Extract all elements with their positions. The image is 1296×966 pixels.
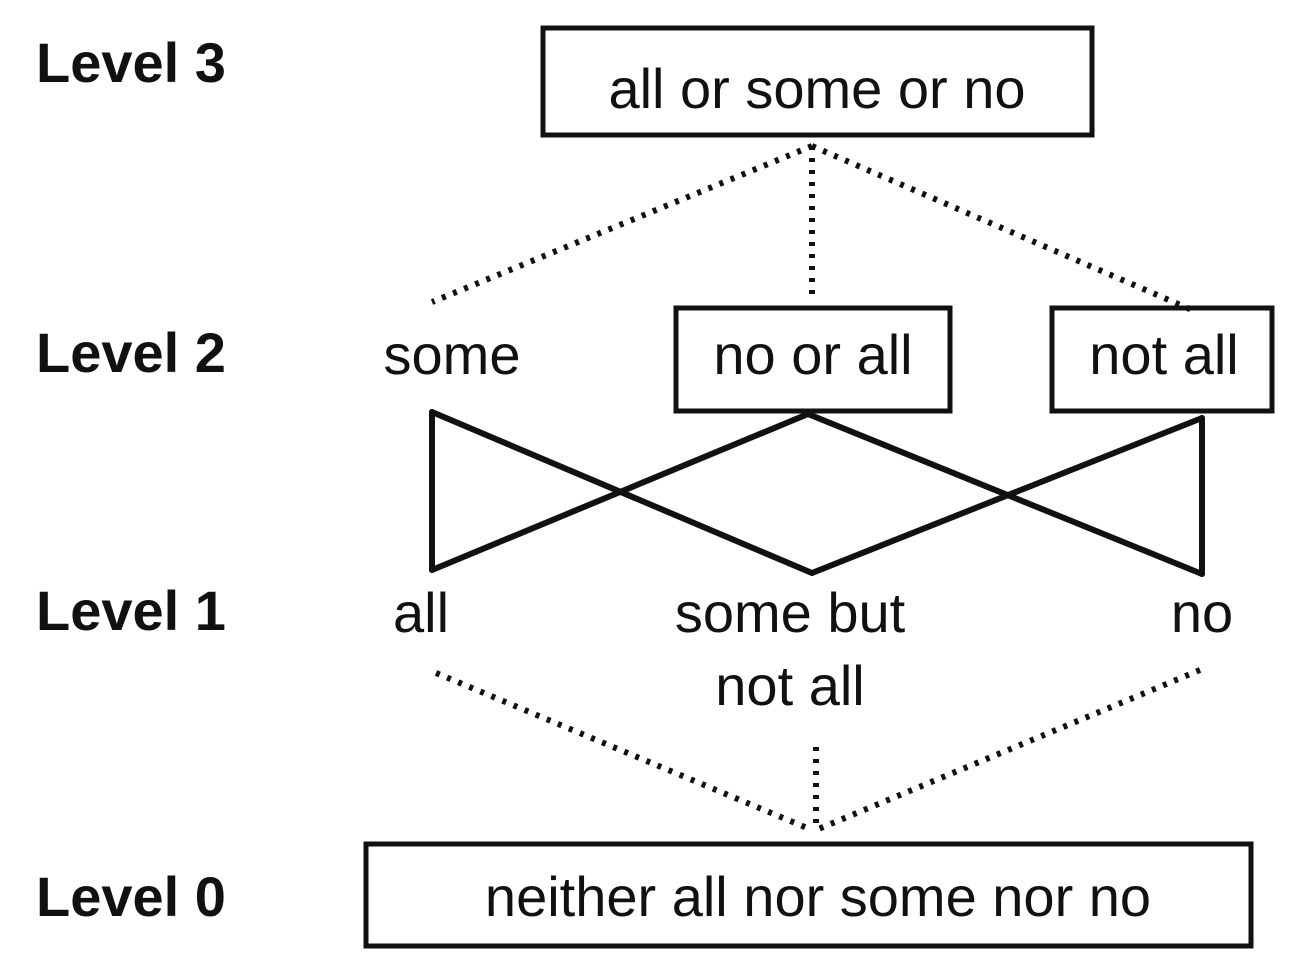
node-box-all-or-some-or-no xyxy=(540,25,1095,138)
node-box-not-all xyxy=(1049,305,1275,414)
node-not-all: not all xyxy=(1089,323,1238,386)
level-1-label: Level 1 xyxy=(36,579,226,642)
edge-noorall-all xyxy=(429,411,811,573)
edge-notall-somebutnotall xyxy=(809,415,1205,576)
node-box-neither xyxy=(363,841,1254,949)
node-some: some xyxy=(384,323,521,386)
node-all: all xyxy=(393,581,449,644)
node-no-or-all: no or all xyxy=(713,323,912,386)
edge-l3-not-all xyxy=(810,143,1194,313)
edge-no-l0 xyxy=(814,667,1202,833)
node-all-or-some-or-no: all or some or no xyxy=(608,57,1025,120)
node-no: no xyxy=(1171,581,1233,644)
level-3-label: Level 3 xyxy=(36,31,226,94)
level-2-label: Level 2 xyxy=(36,321,226,384)
node-box-no-or-all xyxy=(673,305,953,414)
node-some-but-not-all-line-1: some but xyxy=(675,581,906,644)
node-some-but-not-all-line-2: not all xyxy=(715,654,864,717)
node-neither-all-nor-some-nor-no: neither all nor some nor no xyxy=(485,865,1151,928)
edge-l3-some xyxy=(430,143,814,305)
edge-all-l0 xyxy=(434,670,814,833)
level-0-label: Level 0 xyxy=(36,865,226,928)
